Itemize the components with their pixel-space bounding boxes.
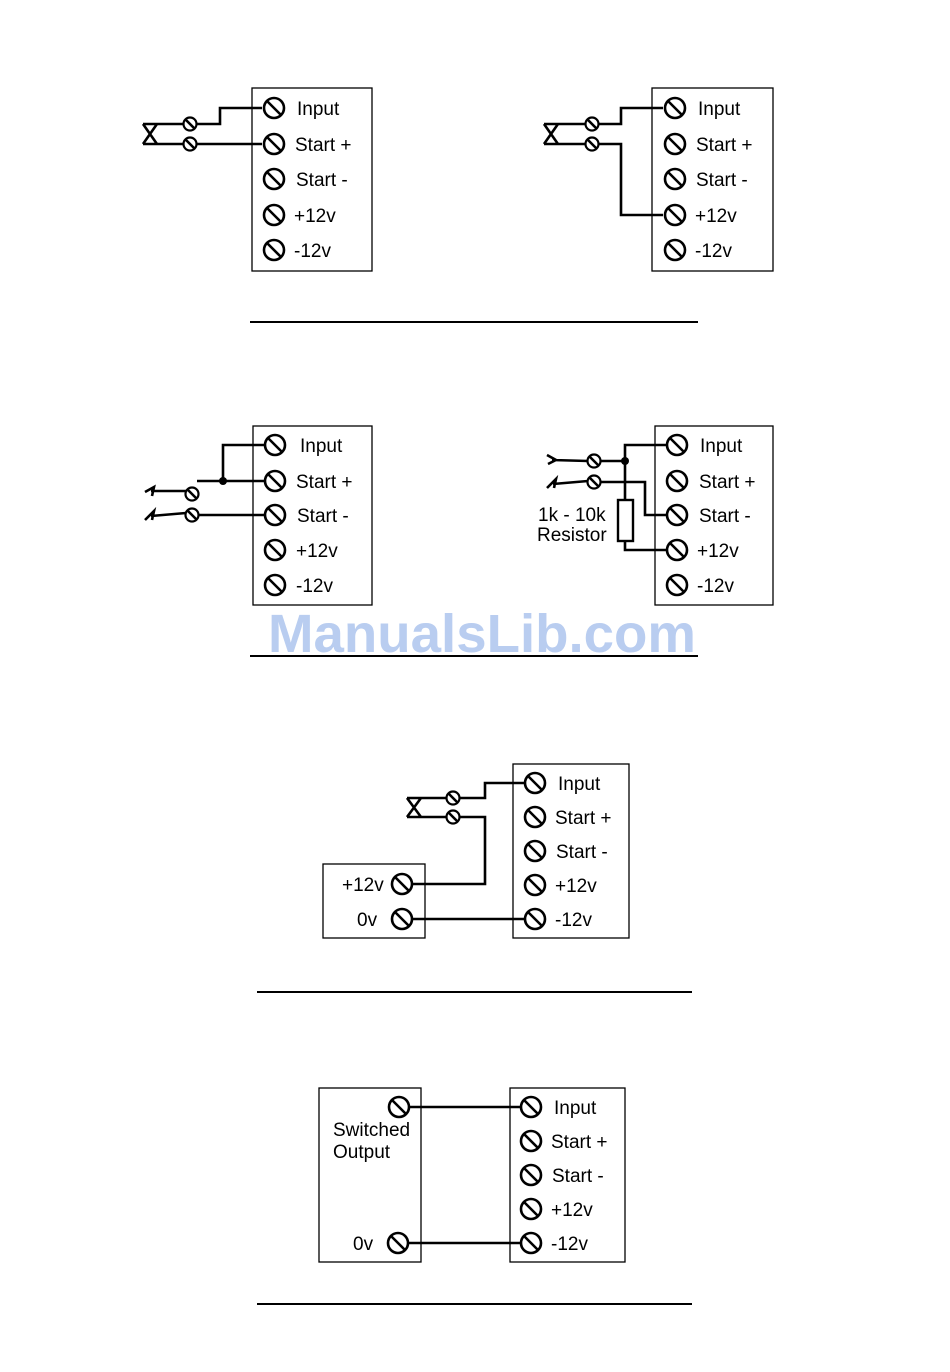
label-minus12: -12v	[697, 576, 734, 597]
label-input: Input	[554, 1098, 597, 1119]
wire-input	[598, 108, 663, 124]
label-start-plus: Start +	[699, 472, 756, 493]
switched-label-zero: 0v	[353, 1234, 374, 1255]
label-input: Input	[300, 436, 343, 457]
label-plus12: +12v	[551, 1200, 593, 1221]
diagram-3-switches-start-plus-minus: Input Start + Start - +12v -12v	[145, 426, 372, 605]
label-plus12: +12v	[294, 206, 336, 227]
terminal-screws	[665, 98, 685, 260]
switched-label-line1: Switched	[333, 1120, 410, 1141]
switched-label-line2: Output	[333, 1142, 391, 1163]
label-plus12: +12v	[695, 206, 737, 227]
diagram-1-switch-to-start-plus: Input Start + Start - +12v -12v	[143, 88, 372, 271]
terminal-screws	[521, 1097, 541, 1253]
wire-supply-plus12	[412, 817, 485, 884]
switch-contact-icon	[145, 511, 186, 520]
label-start-minus: Start -	[696, 170, 748, 191]
label-minus12: -12v	[551, 1234, 588, 1255]
switch-contact-icon	[547, 479, 588, 488]
supply-screws	[392, 874, 412, 929]
switch-contact-icon	[143, 124, 187, 144]
label-input: Input	[698, 99, 741, 120]
label-input: Input	[700, 436, 743, 457]
switch-contact-icon	[407, 798, 447, 817]
label-start-minus: Start -	[556, 842, 608, 863]
label-plus12: +12v	[296, 541, 338, 562]
wire-input	[459, 783, 524, 798]
wire-input	[223, 445, 264, 481]
label-plus12: +12v	[555, 876, 597, 897]
diagram-6-switched-output: Input Start + Start - +12v -12v Switched…	[319, 1088, 625, 1262]
resistor-label-line2: Resistor	[537, 525, 607, 546]
label-start-plus: Start +	[555, 808, 612, 829]
label-start-minus: Start -	[297, 506, 349, 527]
diagram-5-external-supply: Input Start + Start - +12v -12v +12v 0v	[323, 764, 629, 938]
diagram-4-switches-with-resistor: Input Start + Start - +12v -12v 1k - 10k…	[537, 426, 773, 605]
label-start-plus: Start +	[295, 135, 352, 156]
switch-contact-icon	[544, 124, 586, 144]
terminal-screws	[667, 435, 687, 595]
terminal-screws	[264, 98, 284, 260]
label-minus12: -12v	[555, 910, 592, 931]
label-start-minus: Start -	[296, 170, 348, 191]
diagram-2-switch-to-plus12: Input Start + Start - +12v -12v	[544, 88, 773, 271]
label-minus12: -12v	[296, 576, 333, 597]
supply-label-plus12: +12v	[342, 875, 384, 896]
label-start-plus: Start +	[696, 135, 753, 156]
switch-contact-icon	[145, 487, 186, 496]
junction-dot	[219, 477, 227, 485]
label-start-minus: Start -	[699, 506, 751, 527]
switch-contact-icon	[547, 455, 588, 464]
label-plus12: +12v	[697, 541, 739, 562]
label-input: Input	[297, 99, 340, 120]
resistor-icon	[618, 500, 633, 541]
label-input: Input	[558, 774, 601, 795]
wire-plus12	[598, 144, 663, 215]
label-start-plus: Start +	[296, 472, 353, 493]
wire-input	[600, 445, 666, 461]
wire-plus12	[625, 541, 666, 550]
label-minus12: -12v	[695, 241, 732, 262]
label-start-plus: Start +	[551, 1132, 608, 1153]
terminal-screws	[525, 773, 545, 929]
supply-label-zero: 0v	[357, 910, 378, 931]
label-minus12: -12v	[294, 241, 331, 262]
terminal-screws	[265, 435, 285, 595]
junction-dot	[621, 457, 629, 465]
resistor-label-line1: 1k - 10k	[538, 505, 606, 526]
label-start-minus: Start -	[552, 1166, 604, 1187]
